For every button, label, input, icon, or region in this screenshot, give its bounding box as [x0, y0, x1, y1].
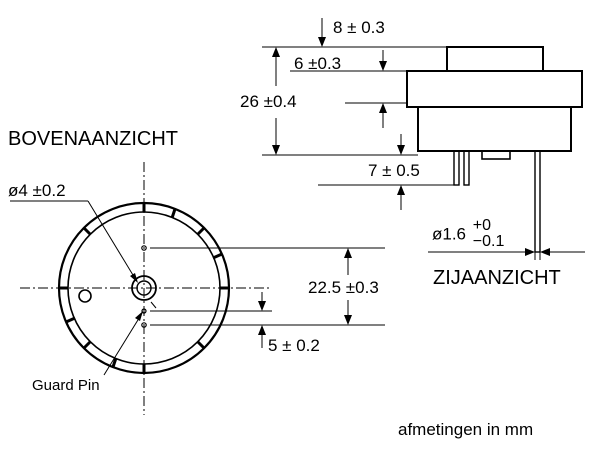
- pin-diameter-dimension: ø1.6 +0 −0.1: [432, 218, 504, 250]
- pin-dot-upper: [141, 245, 147, 251]
- side-view-pin-right: [534, 150, 541, 253]
- pin-dot-guard: [141, 308, 147, 314]
- dim-8-label: 8 ± 0.3: [333, 18, 385, 37]
- pin-diameter-tolerance-upper: +0: [472, 217, 492, 234]
- housing-ribs: [59, 203, 229, 373]
- center-hole-inner: [136, 280, 152, 296]
- side-view-lower-body: [417, 106, 572, 152]
- side-view-bottom-nub: [481, 150, 511, 160]
- side-view-pin-left-1: [453, 150, 460, 186]
- top-view-drawing: [10, 162, 385, 415]
- units-note: afmetingen in mm: [398, 420, 534, 439]
- left-mounting-hole: [78, 289, 92, 303]
- center-hole-outer: [131, 275, 157, 301]
- side-view-title: ZIJAANZICHT: [433, 267, 561, 289]
- dim-dia4-label: ø4 ±0.2: [8, 181, 66, 200]
- side-view-drawing: [262, 18, 585, 260]
- dim-6-label: 6 ±0.3: [294, 54, 342, 73]
- pin-dot-lower: [141, 322, 147, 328]
- side-view-top-cap: [446, 46, 544, 72]
- pin-diameter-tolerance-lower: −0.1: [472, 233, 505, 250]
- side-view-body: [406, 70, 583, 108]
- dim-26-label: 26 ±0.4: [240, 92, 297, 111]
- dim-5-label: 5 ± 0.2: [268, 336, 320, 355]
- dim-7-label: 7 ± 0.5: [368, 161, 420, 180]
- pin-diameter-tolerance: +0 −0.1: [473, 218, 505, 250]
- dim-22-5-label: 22.5 ±0.3: [308, 278, 379, 297]
- side-view-pin-left-2: [463, 150, 470, 186]
- pin-diameter-base: ø1.6: [432, 224, 467, 244]
- top-view-title: BOVENAANZICHT: [8, 128, 179, 150]
- guard-pin-label: Guard Pin: [32, 377, 100, 394]
